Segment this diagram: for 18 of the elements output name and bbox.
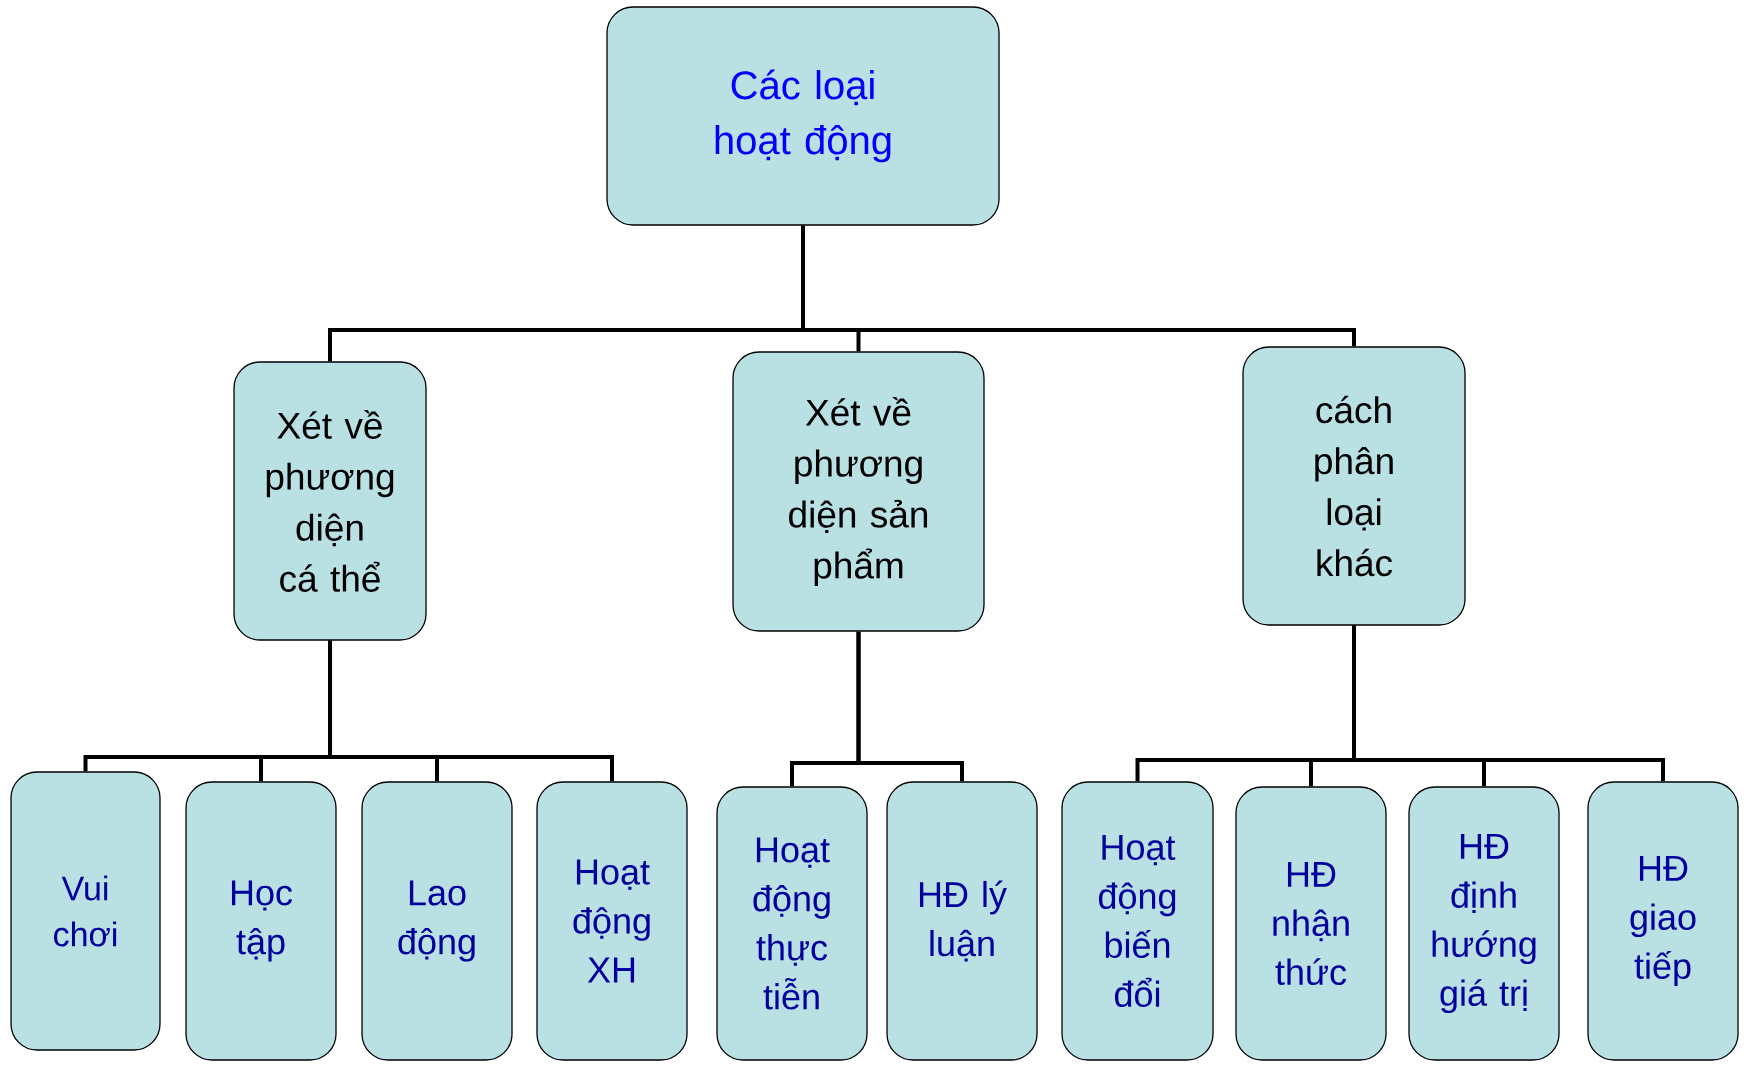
category-box: HĐ giao tiếp [1587,781,1739,1061]
connector-line [856,631,964,782]
category-box: HĐ lý luận [886,781,1038,1061]
category-box: HĐ định hướng giá trị [1408,786,1560,1061]
category-box: HĐ nhận thức [1235,786,1387,1061]
category-box: cách phân loại khác [1242,346,1466,626]
category-box: Các loại hoạt động [606,6,1000,226]
category-box: Hoạt động XH [536,781,688,1061]
connector-line [1352,625,1665,782]
category-box: Hoạt động biến đổi [1061,781,1214,1061]
category-box: Xét về phương diện cá thể [233,361,427,641]
category-box: Vui chơi [10,771,161,1051]
category-box: Xét về phương diện sản phẩm [732,351,985,632]
category-box: Hoạt động thực tiễn [716,786,868,1061]
connector-line [328,640,614,782]
category-box: Học tập [185,781,337,1061]
category-box: Lao động [361,781,513,1061]
connector-line [801,225,1356,347]
